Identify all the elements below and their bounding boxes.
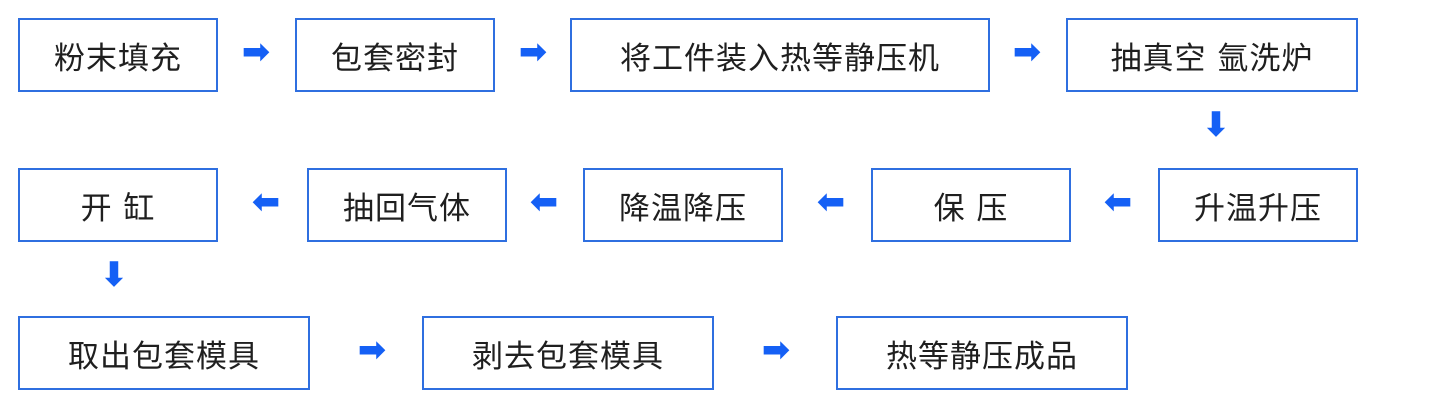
step-strip-capsule-mold: 剥去包套模具 (422, 316, 714, 390)
arrow-left-icon: ⬅ (1103, 182, 1133, 222)
step-label: 热等静压成品 (886, 338, 1078, 375)
step-recover-gas: 抽回气体 (307, 168, 507, 242)
step-open-cylinder: 开 缸 (18, 168, 218, 242)
step-cool-depressurize: 降温降压 (583, 168, 783, 242)
step-heat-pressurize: 升温升压 (1158, 168, 1358, 242)
arrow-right-icon: ➡ (518, 32, 548, 72)
step-remove-capsule-mold: 取出包套模具 (18, 316, 310, 390)
arrow-left-icon: ⬅ (529, 182, 559, 222)
arrow-down-icon: ⬇ (1201, 105, 1231, 145)
step-hold-pressure: 保 压 (871, 168, 1071, 242)
step-powder-filling: 粉末填充 (18, 18, 218, 92)
step-label: 保 压 (933, 190, 1009, 227)
arrow-right-icon: ➡ (1012, 32, 1042, 72)
step-hip-finished-product: 热等静压成品 (836, 316, 1128, 390)
step-label: 抽回气体 (343, 190, 471, 227)
step-label: 剥去包套模具 (472, 338, 664, 375)
step-label: 粉末填充 (54, 40, 182, 77)
step-load-hip-machine: 将工件装入热等静压机 (570, 18, 990, 92)
arrow-right-icon: ➡ (357, 330, 387, 370)
step-capsule-sealing: 包套密封 (295, 18, 495, 92)
step-label: 抽真空 氩洗炉 (1110, 40, 1314, 77)
step-label: 开 缸 (80, 190, 156, 227)
step-vacuum-argon-wash: 抽真空 氩洗炉 (1066, 18, 1358, 92)
step-label: 将工件装入热等静压机 (620, 40, 940, 77)
arrow-down-icon: ⬇ (99, 255, 129, 295)
step-label: 升温升压 (1194, 190, 1322, 227)
step-label: 包套密封 (331, 40, 459, 77)
arrow-left-icon: ⬅ (816, 182, 846, 222)
arrow-right-icon: ➡ (241, 32, 271, 72)
step-label: 取出包套模具 (68, 338, 260, 375)
arrow-left-icon: ⬅ (251, 182, 281, 222)
step-label: 降温降压 (619, 190, 747, 227)
arrow-right-icon: ➡ (761, 330, 791, 370)
